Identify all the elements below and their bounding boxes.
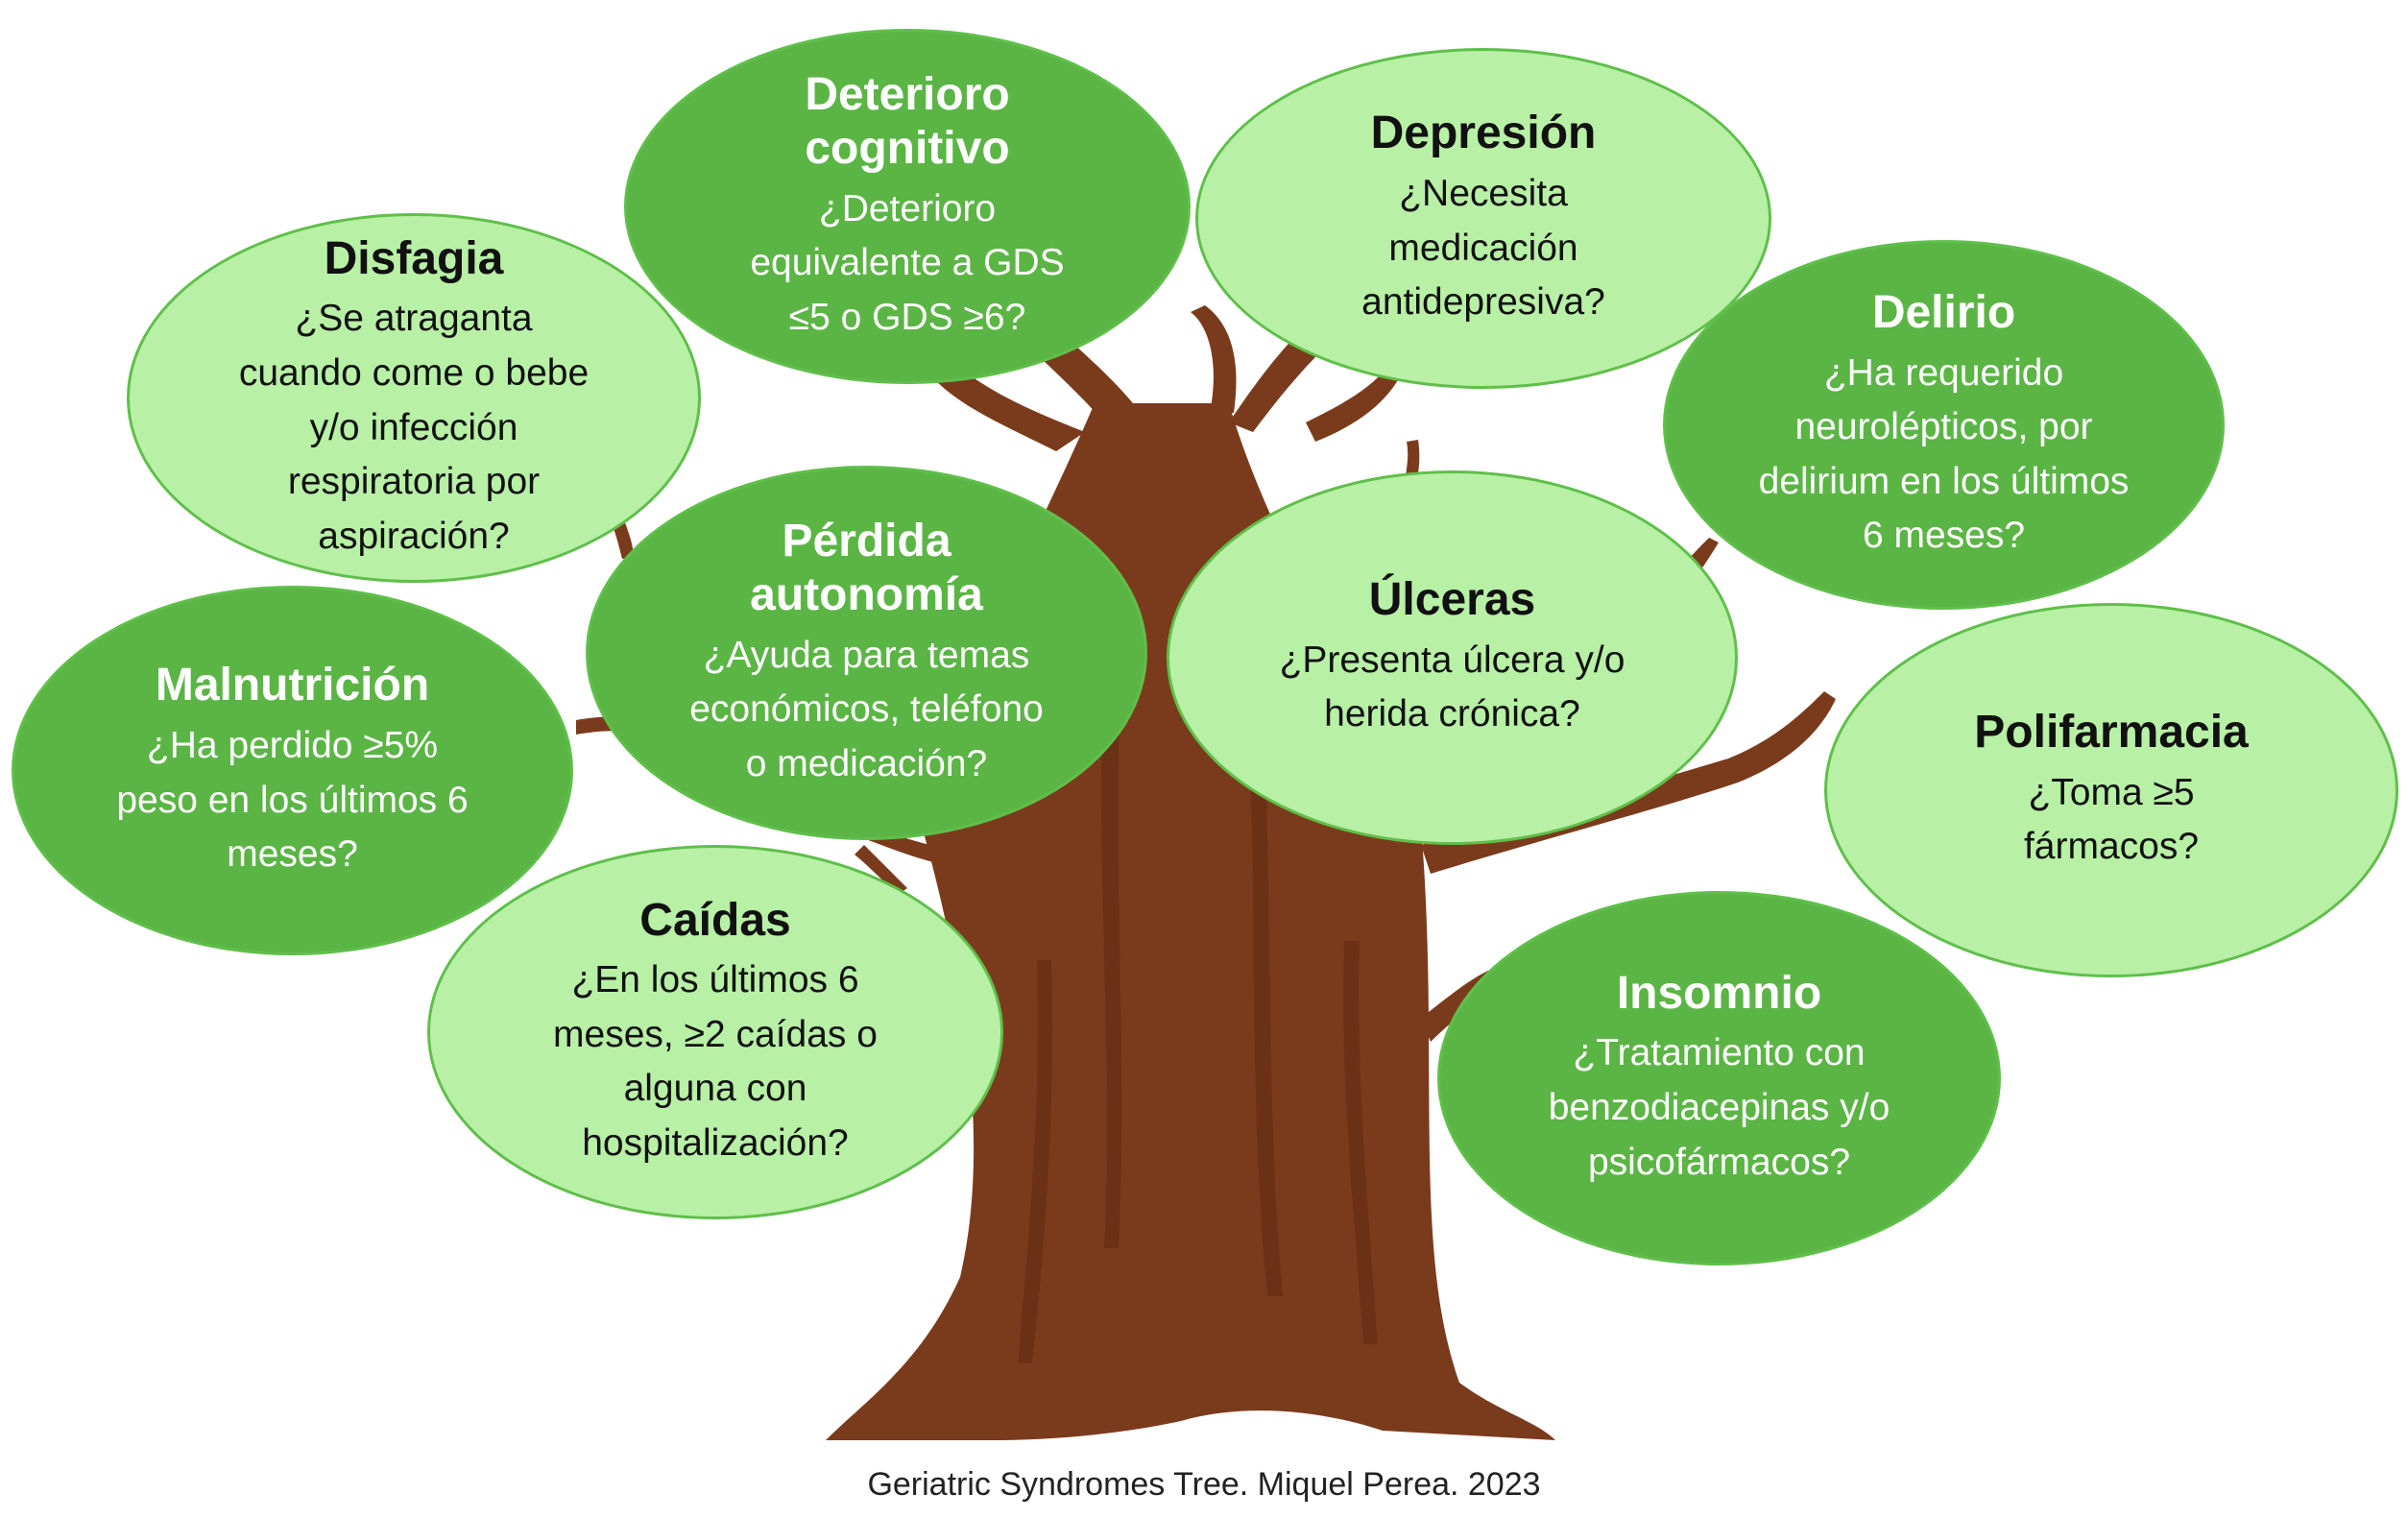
leaf-perdida-autonomia: Pérdida autonomía ¿Ayuda para temas econ… (586, 466, 1147, 840)
leaf-title: Malnutrición (155, 660, 430, 711)
leaf-title: Deterioro cognitivo (805, 68, 1010, 175)
leaf-question: ¿Ha perdido ≥5% peso en los últimos 6 me… (116, 724, 469, 876)
leaf-title: Depresión (1370, 108, 1597, 159)
leaf-depresion: Depresión ¿Necesita medicación antidepre… (1195, 48, 1771, 389)
leaf-delirio: Delirio ¿Ha requerido neurolépticos, por… (1663, 240, 2225, 610)
leaf-question: ¿Deterioro equivalente a GDS ≤5 o GDS ≥6… (750, 187, 1065, 338)
tree-branch (922, 360, 1085, 451)
leaf-polifarmacia: Polifarmacia ¿Toma ≥5 fármacos? (1824, 603, 2398, 977)
leaf-title: Disfagia (324, 232, 504, 284)
leaf-question: ¿Se atraganta cuando come o bebe y/o inf… (238, 298, 590, 557)
tree-branch (1191, 305, 1237, 413)
tree-branch (1306, 346, 1411, 442)
leaf-malnutricion: Malnutrición ¿Ha perdido ≥5% peso en los… (12, 586, 573, 955)
leaf-title: Delirio (1871, 287, 2016, 339)
leaf-question: ¿Ayuda para temas económicos, teléfono o… (689, 634, 1044, 784)
leaf-title: Polifarmacia (1974, 707, 2249, 759)
leaf-title: Insomnio (1616, 967, 1822, 1019)
leaf-question: ¿Ha requerido neurolépticos, por deliriu… (1758, 351, 2130, 557)
leaf-title: Úlceras (1368, 574, 1536, 626)
leaf-title: Pérdida autonomía (750, 515, 983, 621)
leaf-question: ¿Toma ≥5 fármacos? (2023, 771, 2200, 868)
tree-branch (855, 845, 907, 895)
leaf-caidas: Caídas ¿En los últimos 6 meses, ≥2 caída… (427, 845, 1003, 1219)
figure-caption: Geriatric Syndromes Tree. Miquel Perea. … (867, 1466, 1541, 1503)
leaf-deterioro-cognitivo: Deterioro cognitivo ¿Deterioro equivalen… (624, 29, 1191, 384)
leaf-question: ¿Necesita medicación antidepresiva? (1361, 172, 1605, 324)
leaf-insomnio: Insomnio ¿Tratamiento con benzodiacepina… (1437, 891, 2001, 1265)
leaf-ulceras: Úlceras ¿Presenta úlcera y/o herida crón… (1167, 470, 1738, 845)
leaf-title: Caídas (639, 894, 791, 946)
leaf-question: ¿En los últimos 6 meses, ≥2 caídas o alg… (553, 959, 878, 1164)
leaf-question: ¿Presenta úlcera y/o herida crónica? (1279, 639, 1625, 735)
leaf-question: ¿Tratamiento con benzodiacepinas y/o psi… (1548, 1032, 1890, 1183)
leaf-disfagia: Disfagia ¿Se atraganta cuando come o beb… (127, 213, 701, 583)
